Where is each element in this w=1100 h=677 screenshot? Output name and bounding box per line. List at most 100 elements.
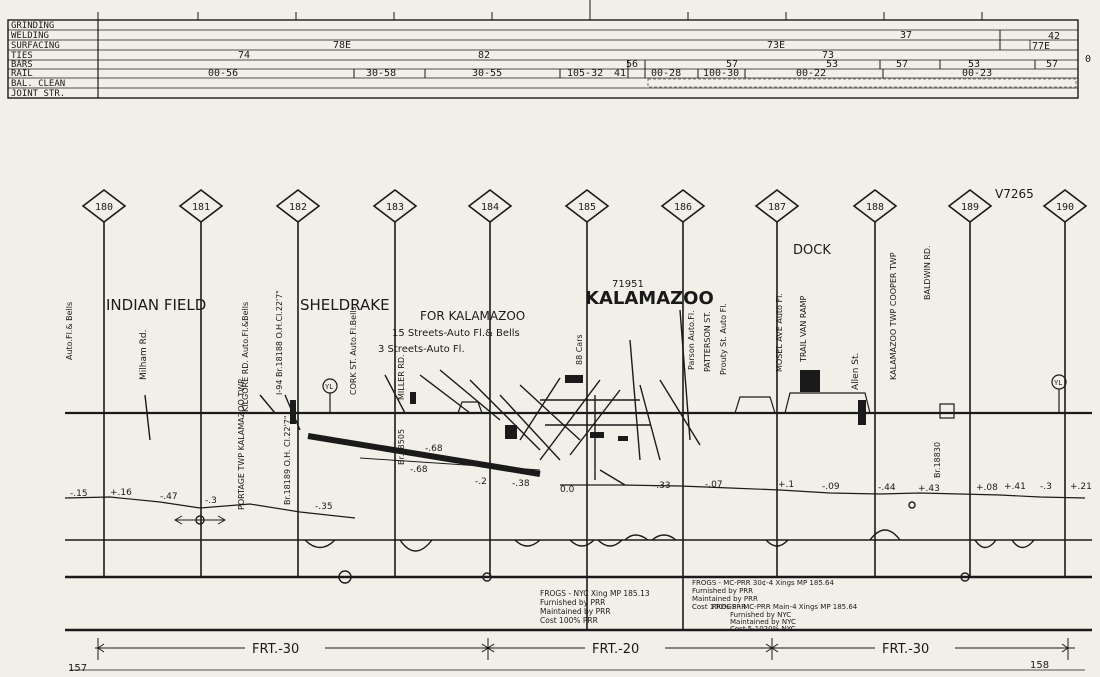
- rail-value: 30-55: [472, 68, 502, 79]
- table-values: 37 42 78E 73E 77E 74 82 73 56 57 53 57 5…: [208, 30, 1091, 79]
- crossing-labels: Auto.Fl.& Bells Milham Rd. KILGORE RD. A…: [65, 245, 942, 510]
- rail-value: 105-32: [567, 68, 603, 79]
- signal-label: YL: [325, 383, 333, 391]
- ties-value: 74: [238, 50, 250, 61]
- profile-line: [64, 496, 356, 519]
- speed-zone-markers: [97, 638, 1069, 660]
- milepost-diamond: [275, 188, 321, 224]
- elevation-value: -.3: [1040, 482, 1052, 492]
- label-88-cars: 88 Cars: [575, 334, 584, 365]
- label-trail-van: TRAIL VAN RAMP: [799, 295, 808, 363]
- station-dock: DOCK: [793, 243, 831, 258]
- row-label-rail: RAIL: [11, 69, 33, 79]
- elevation-value: -.3: [205, 496, 217, 506]
- bars-value: 57: [726, 59, 738, 70]
- label-patterson: PATTERSON ST.: [703, 311, 712, 372]
- row-label-bars: BARS: [11, 60, 33, 70]
- elevation-value: -.68: [410, 465, 428, 475]
- bars-value: 53: [968, 59, 980, 70]
- elevation-value: -.07: [705, 480, 723, 490]
- track-lines: [64, 411, 1092, 671]
- table-row-labels: GRINDING WELDING SURFACING TIES BARS RAI…: [11, 21, 65, 99]
- rail-value: 100-30: [703, 68, 739, 79]
- milepost-diamond: [372, 188, 418, 224]
- row-label-bal-clean: BAL. CLEAN: [11, 79, 65, 89]
- row-label-surfacing: SURFACING: [11, 41, 60, 51]
- milepost-diamond: [754, 188, 800, 224]
- signal-label: YL: [1054, 379, 1062, 387]
- frog-note-3: Cost 5-1020% NYC: [730, 625, 796, 633]
- rail-value: 00-22: [796, 68, 826, 79]
- curve-arcs: [195, 501, 1035, 584]
- chart-id: V7265: [995, 187, 1034, 201]
- elevation-value: +.41: [1004, 482, 1026, 492]
- elevation-value: -.68: [425, 444, 443, 454]
- label-15-streets: 15 Streets-Auto Fl.& Bells: [392, 328, 520, 339]
- profile-line-right: [560, 484, 1086, 499]
- label-br18830: Br.18830: [933, 442, 942, 478]
- label-3-streets: 3 Streets-Auto Fl.: [378, 344, 465, 355]
- elevation-labels: -.15 +.16 -.47 -.3 -.35 -.68 -.68 -.2 -.…: [70, 444, 1092, 512]
- elevation-value: -.09: [822, 482, 840, 492]
- milepost-number: 186: [674, 202, 692, 213]
- table-border: [7, 19, 1079, 99]
- rail-value: 41: [614, 68, 626, 79]
- signals: [322, 374, 1067, 413]
- row-label-grinding: GRINDING: [11, 21, 54, 31]
- bars-value: 53: [826, 59, 838, 70]
- label-milham: Milham Rd.: [139, 330, 149, 380]
- frog-note-2: Maintained by PRR: [692, 595, 758, 603]
- milepost-number: 188: [866, 202, 884, 213]
- label-kalamazoo-twp: KALAMAZOO TWP COOPER TWP: [889, 252, 898, 380]
- elevation-value: +.43: [918, 484, 940, 494]
- elevation-value: +.21: [1070, 482, 1092, 492]
- surfacing-value: 77E: [1032, 41, 1050, 52]
- label-miller: MILLER RD.: [397, 354, 406, 400]
- frog-note-1: FROGS - NYC Xing MP 185.13: [540, 589, 650, 598]
- frog-note-3: Furnished by NYC: [730, 611, 791, 619]
- milepost-diamond: [178, 188, 224, 224]
- row-label-welding: WELDING: [11, 31, 49, 41]
- frog-note-3: Maintained by NYC: [730, 618, 796, 626]
- elevation-value: -.38: [512, 479, 530, 489]
- rail-value: 00-28: [651, 68, 681, 79]
- elevation-value: 0.0: [560, 485, 575, 495]
- milepost-number: 184: [481, 202, 499, 213]
- frog-note-2: Furnished by PRR: [692, 587, 753, 595]
- frog-note-1: Furnished by PRR: [540, 598, 605, 607]
- rail-value: 00-23: [962, 68, 992, 79]
- milepost-number: 181: [192, 202, 210, 213]
- speed-zone-3: FRT.-30: [882, 642, 929, 657]
- elevation-value: -.15: [70, 489, 88, 499]
- welding-value: 37: [900, 30, 912, 41]
- edge-mark: 0: [1085, 54, 1091, 65]
- label-br18189: Br.18189 O.H. Cl.22'7": [283, 415, 292, 505]
- milepost-diamond: [660, 188, 706, 224]
- label-cork: CORK ST. Auto.Fl.Bells: [349, 306, 358, 395]
- label-allen: Allen St.: [851, 353, 861, 390]
- milepost-number: 183: [386, 202, 404, 213]
- frog-note-2: FROGS - MC-PRR 30¢-4 Xings MP 185.64: [692, 579, 834, 587]
- label-prouty: Prouty St. Auto Fl.: [719, 303, 728, 375]
- maintenance-table: [7, 0, 1079, 99]
- label-left-margin: Auto.Fl.& Bells: [65, 302, 74, 360]
- label-portage: PORTAGE TWP KALAMAZOO TWP: [237, 379, 246, 510]
- label-baldwin: BALDWIN RD.: [923, 245, 932, 300]
- label-mosel: MOSEL AVE Auto Fl.: [775, 293, 784, 372]
- frog-note-1: Cost 100% PRR: [540, 616, 598, 625]
- label-kilgore: KILGORE RD. Auto.Fl.&Bells: [241, 302, 250, 412]
- bars-value: 57: [1046, 59, 1058, 70]
- milepost-diamond: [852, 188, 898, 224]
- station-kalamazoo: KALAMAZOO: [585, 288, 714, 309]
- surfacing-value: 73E: [767, 40, 785, 51]
- label-parson: Parson Auto.Fl.: [687, 310, 696, 370]
- frog-note-3: FROGS - MC-PRR Main-4 Xings MP 185.64: [712, 603, 858, 611]
- elevation-value: -.35: [315, 502, 333, 512]
- frog-notes: FROGS - NYC Xing MP 185.13 Furnished by …: [540, 579, 858, 633]
- speed-zone-1: FRT.-30: [252, 642, 299, 657]
- rail-value: 30-58: [366, 68, 396, 79]
- direction-arrows: [173, 515, 227, 525]
